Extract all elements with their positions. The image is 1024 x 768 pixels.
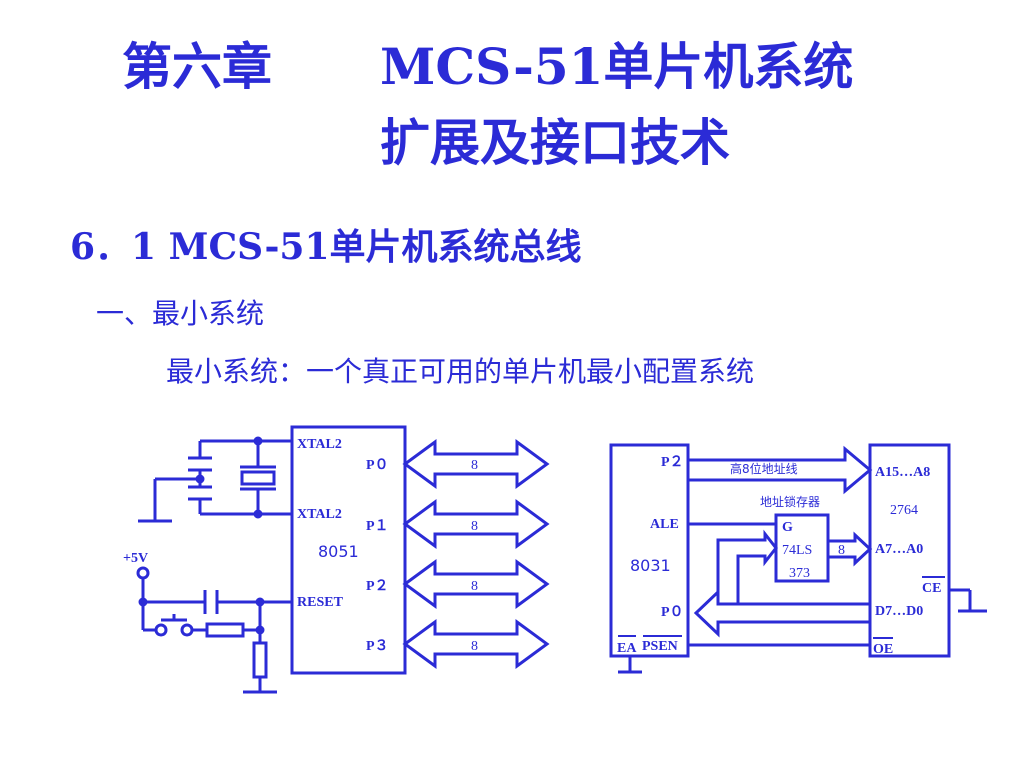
label-port-p2: P２	[366, 578, 389, 594]
label-chip-8051: 8051	[318, 542, 359, 561]
label-ale: ALE	[650, 517, 679, 532]
section-heading: 6．1 MCS-51单片机系统总线	[70, 226, 582, 268]
label-chip-8031: 8031	[630, 556, 671, 575]
label-latch-g: G	[782, 520, 793, 535]
p2-bus-arrow	[402, 559, 550, 609]
label-mem-ce: CE	[922, 581, 941, 596]
port-buses	[402, 439, 550, 669]
chip-8031-body	[609, 443, 690, 658]
p0-data-bus	[693, 588, 870, 638]
label-high-address: 高8位地址线	[730, 461, 798, 476]
label-psen: PSEN	[642, 639, 678, 654]
label-mem-name: 2764	[890, 503, 918, 518]
right-diagram	[609, 443, 987, 674]
label-power: +5V	[123, 551, 148, 566]
label-latch-name2: 373	[789, 566, 810, 581]
bus-width-p2: 8	[471, 579, 478, 594]
label-mem-high: A15…A8	[875, 465, 930, 480]
label-xtal2-top: XTAL2	[297, 437, 342, 452]
label-port-p3: P３	[366, 638, 389, 654]
label-port-p1: P１	[366, 518, 389, 534]
label-mem-data: D7…D0	[875, 604, 923, 619]
high-address-bus	[688, 445, 873, 495]
subsection-heading: 一、最小系统	[96, 297, 265, 330]
label-latch-width: 8	[838, 543, 845, 558]
crystal-circuit	[138, 436, 292, 523]
pulldown-resistor-icon	[252, 641, 268, 679]
latch-output-bus	[828, 531, 873, 567]
label-mem-oe: OE	[873, 642, 893, 657]
bus-width-p3: 8	[471, 639, 478, 654]
reset-switch-icon	[154, 623, 168, 637]
left-diagram	[136, 425, 550, 694]
label-latch-name1: 74LS	[782, 543, 812, 558]
label-p2: P２	[661, 454, 684, 470]
label-p0: P０	[661, 604, 684, 620]
bus-width-p0: 8	[471, 458, 478, 473]
title-line2: 扩展及接口技术	[380, 113, 730, 172]
reset-circuit	[136, 566, 292, 694]
crystal-icon	[240, 470, 276, 486]
p0-latch-branch	[716, 529, 778, 604]
label-latch: 地址锁存器	[760, 494, 820, 509]
label-mem-low: A7…A0	[875, 542, 923, 557]
bus-width-p1: 8	[471, 519, 478, 534]
description-text: 最小系统：一个真正可用的单片机最小配置系统	[166, 355, 755, 388]
label-reset: RESET	[297, 595, 344, 610]
title-chapter: 第六章	[122, 37, 272, 96]
title-line1: MCS-51单片机系统	[380, 37, 854, 96]
p0-bus-arrow	[402, 439, 550, 489]
chip-8051-body	[290, 425, 407, 675]
resistor-icon	[205, 622, 245, 638]
power-terminal-icon	[136, 566, 150, 580]
label-ea: EA	[617, 641, 637, 656]
label-xtal2-bottom: XTAL2	[297, 507, 342, 522]
p3-bus-arrow	[402, 619, 550, 669]
p1-bus-arrow	[402, 499, 550, 549]
label-port-p0: P０	[366, 457, 389, 473]
